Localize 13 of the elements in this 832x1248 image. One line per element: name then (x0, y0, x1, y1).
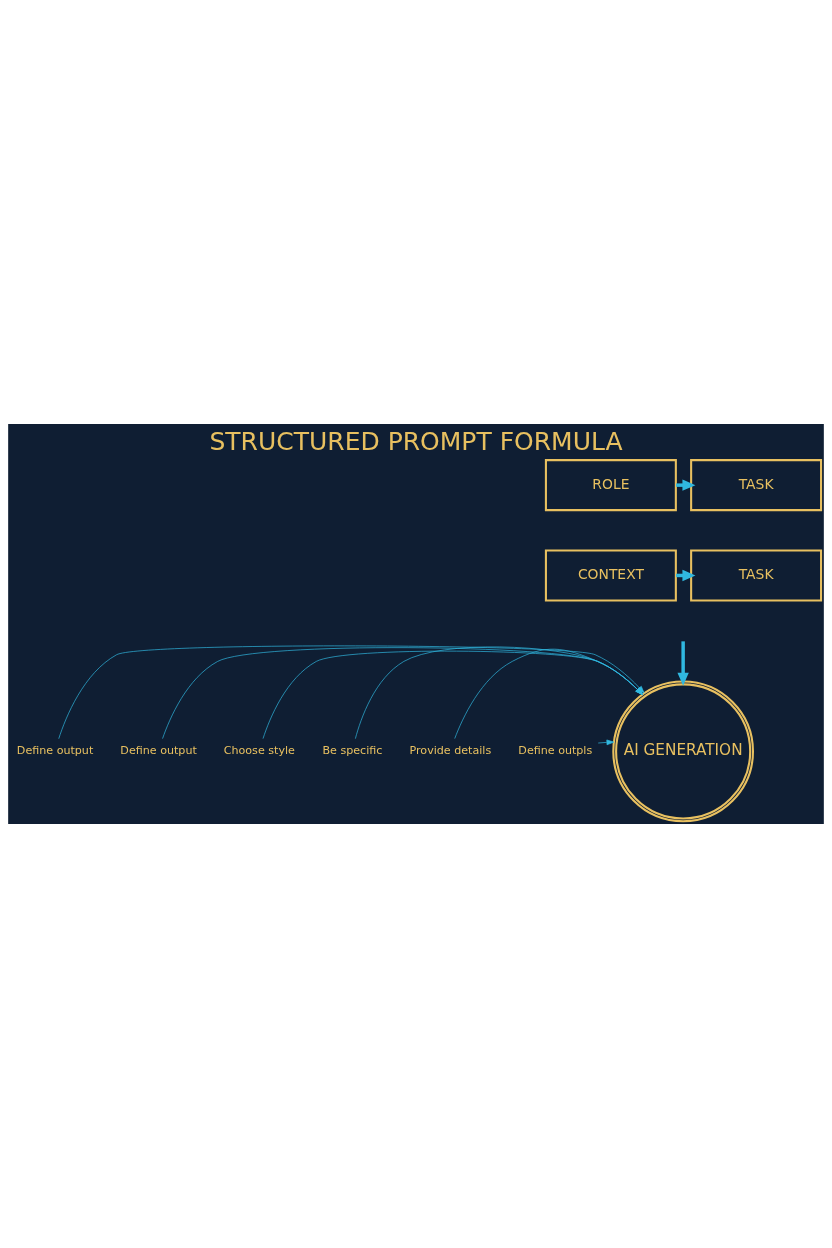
arrow (597, 739, 615, 746)
node-text: Define outpls (518, 744, 593, 758)
node-box: TASK (690, 549, 823, 602)
node-text: Provide details (409, 744, 492, 758)
node-text: Define output (120, 744, 197, 758)
node-text: Define output (16, 744, 94, 758)
node-box: TASK (690, 459, 823, 512)
node-box: ROLE (544, 459, 677, 512)
node-text: Be specific (322, 744, 383, 758)
node-text: Choose style (223, 744, 295, 758)
arrow (677, 641, 689, 686)
diagram-title: STRUCTURED PROMPT FORMULA (209, 426, 623, 456)
node-box: CONTEXT (544, 549, 677, 602)
